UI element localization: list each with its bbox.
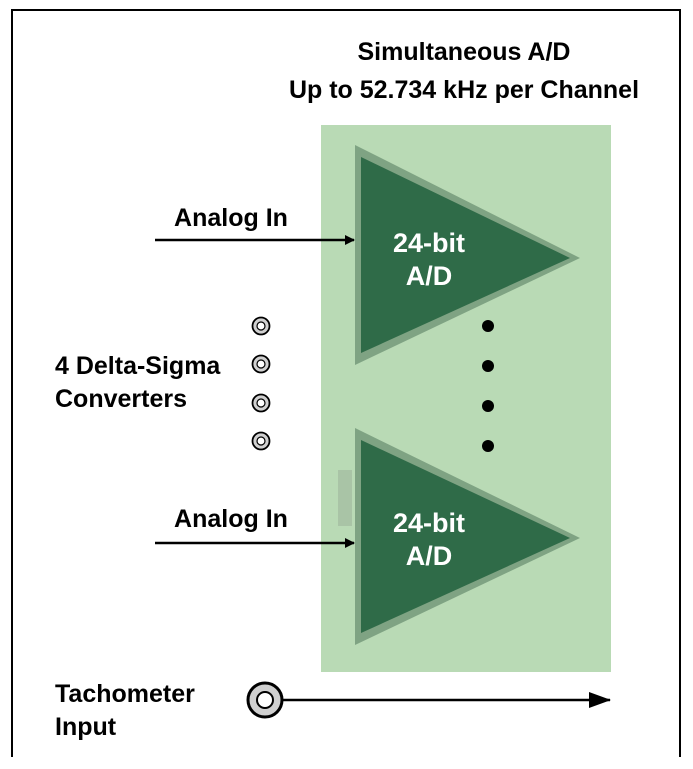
ellipsis-dot [482, 320, 494, 332]
ellipsis-dots [482, 320, 494, 452]
connector-icon [251, 431, 271, 451]
converter-1-triangle-inner [361, 157, 570, 353]
converter-2-input-label: Analog In [174, 505, 288, 533]
converter-1-bits-label: 24-bit [393, 228, 465, 258]
ellipsis-dot [482, 440, 494, 452]
connector-icon [251, 316, 271, 336]
converter-2-type-label: A/D [406, 541, 453, 571]
converter-2: 24-bit A/D [355, 428, 580, 645]
outer-frame [11, 9, 681, 757]
ellipsis-dot [482, 360, 494, 372]
converter-2-triangle-inner [361, 440, 570, 633]
header-line1: Simultaneous A/D [358, 38, 571, 66]
panel-tab [338, 470, 352, 526]
ellipsis-dot [482, 400, 494, 412]
converter-2-bits-label: 24-bit [393, 508, 465, 538]
tachometer-line1: Tachometer [55, 680, 195, 708]
connector-icon [251, 393, 271, 413]
header-line2: Up to 52.734 kHz per Channel [289, 76, 639, 104]
tachometer-connector-icon [246, 681, 284, 719]
tachometer-line2: Input [55, 713, 117, 741]
connector-icon [251, 354, 271, 374]
converter-1-type-label: A/D [406, 261, 453, 291]
input-connectors [251, 316, 271, 451]
delta-sigma-line2: Converters [55, 385, 187, 413]
converter-1: 24-bit A/D [355, 145, 580, 365]
delta-sigma-line1: 4 Delta-Sigma [55, 352, 221, 380]
converter-1-input-label: Analog In [174, 204, 288, 232]
